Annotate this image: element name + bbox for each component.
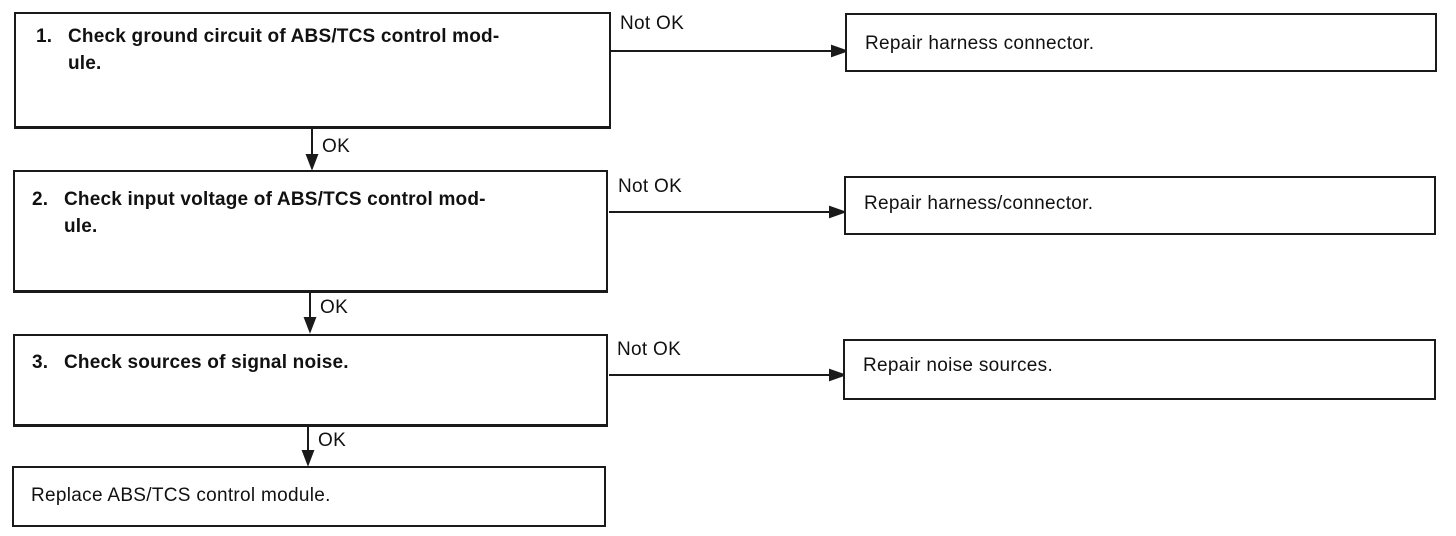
repair-box-1: Repair harness connector. [845,13,1437,72]
repair-text-1: Repair harness connector. [865,33,1095,54]
not-ok-label-3: Not OK [617,339,682,360]
repair-text-3: Repair noise sources. [863,355,1054,376]
step-2-box: 2. Check input voltage of ABS/TCS contro… [13,170,608,293]
step-3-line1: Check sources of signal noise. [64,352,349,373]
arrowhead-2 [829,205,847,219]
ok-label-1: OK [322,136,351,157]
step-2-line1: Check input voltage of ABS/TCS control m… [64,189,486,210]
arrowhead-3 [829,368,847,382]
step-3-number: 3. [32,352,49,373]
repair-box-3: Repair noise sources. [843,339,1436,400]
not-ok-label-2: Not OK [618,176,683,197]
ok-label-3: OK [318,430,347,451]
arrowhead-1 [831,44,849,58]
step-3-box: 3. Check sources of signal noise. [13,334,608,427]
not-ok-label-1: Not OK [620,13,685,34]
step-1-line1: Check ground circuit of ABS/TCS control … [68,26,500,47]
step-1-line2: ule. [68,53,102,74]
ok-arrowhead-3 [301,450,315,467]
replace-module-box: Replace ABS/TCS control module. [12,466,606,527]
ok-label-2: OK [320,297,349,318]
replace-module-text: Replace ABS/TCS control module. [31,485,331,506]
repair-text-2: Repair harness/connector. [864,193,1094,214]
step-1-box: 1. Check ground circuit of ABS/TCS contr… [14,12,611,129]
ok-arrowhead-2 [303,317,317,334]
step-2-number: 2. [32,189,49,210]
ok-arrowhead-1 [305,154,319,171]
step-1-number: 1. [36,26,53,47]
repair-box-2: Repair harness/connector. [844,176,1436,235]
step-2-line2: ule. [64,216,98,237]
